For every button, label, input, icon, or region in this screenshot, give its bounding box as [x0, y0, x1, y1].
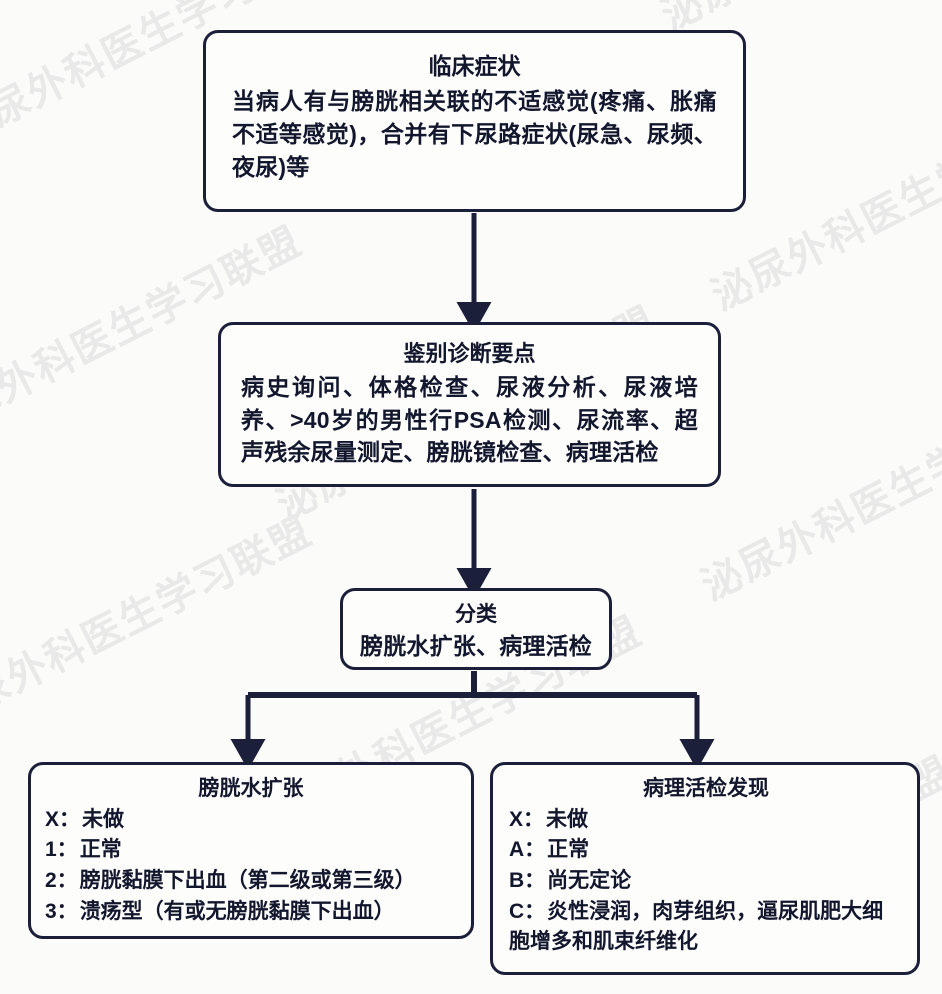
list-item-value: 膀胱黏膜下出血（第二级或第三级） [79, 869, 416, 893]
node-body: 当病人有与膀胱相关联的不适感觉(疼痛、胀痛不适等感觉)，合并有下尿路症状(尿急、… [232, 88, 717, 180]
list-item: 3：溃疡型（有或无膀胱黏膜下出血） [45, 897, 457, 928]
list-item-key: C： [509, 899, 546, 923]
list-item: X：未做 [509, 805, 903, 836]
watermark-text: 泌尿外科医生学习联盟 [694, 379, 942, 610]
watermark-text: 泌尿外科医生学习联盟 [255, 0, 656, 7]
list-item: C：炎性浸润，肉芽组织，逼尿肌肥大细胞增多和肌束纤维化 [509, 897, 903, 958]
list-item: 1：正常 [45, 835, 457, 866]
list-item-value: 正常 [79, 838, 122, 862]
node-title: 鉴别诊断要点 [403, 341, 536, 366]
node-body: 膀胱水扩张、病理活检 [360, 632, 592, 659]
list-item: X：未做 [45, 805, 457, 836]
list-item-key: 1： [45, 838, 78, 862]
list-item-value: 尚无定论 [547, 869, 632, 893]
node-title: 分类 [455, 603, 497, 626]
list-item-value: 正常 [547, 838, 590, 862]
list-item-value: 未做 [82, 807, 125, 831]
node-title: 膀胱水扩张 [198, 777, 304, 800]
watermark-text: 泌尿外科医生学习联盟 [0, 509, 320, 740]
node-body: 病史询问、体格检查、尿液分析、尿液培养、>40岁的男性行PSA检测、尿流率、超声… [241, 374, 698, 466]
list-item-key: B： [509, 869, 546, 893]
node-classification[interactable]: 分类 膀胱水扩张、病理活检 [340, 588, 612, 670]
list-item-key: A： [509, 838, 546, 862]
list-item-key: 3： [45, 899, 78, 923]
list-item-key: 2： [45, 869, 78, 893]
list-item: B：尚无定论 [509, 866, 903, 897]
list-item-value: 炎性浸润，肉芽组织，逼尿肌肥大细胞增多和肌束纤维化 [509, 899, 884, 954]
list-item: A：正常 [509, 835, 903, 866]
node-title: 病理活检发现 [643, 777, 769, 800]
node-title: 临床症状 [428, 53, 521, 79]
list-item-value: 未做 [546, 807, 589, 831]
list-item-value: 溃疡型（有或无膀胱黏膜下出血） [79, 899, 395, 923]
node-clinical-symptoms[interactable]: 临床症状 当病人有与膀胱相关联的不适感觉(疼痛、胀痛不适等感觉)，合并有下尿路症… [203, 30, 746, 212]
list-item: 2：膀胱黏膜下出血（第二级或第三级） [45, 866, 457, 897]
list-item-key: X： [45, 807, 81, 831]
node-differential-diagnosis[interactable]: 鉴别诊断要点 病史询问、体格检查、尿液分析、尿液培养、>40岁的男性行PSA检测… [218, 322, 721, 487]
list-item-key: X： [509, 807, 545, 831]
